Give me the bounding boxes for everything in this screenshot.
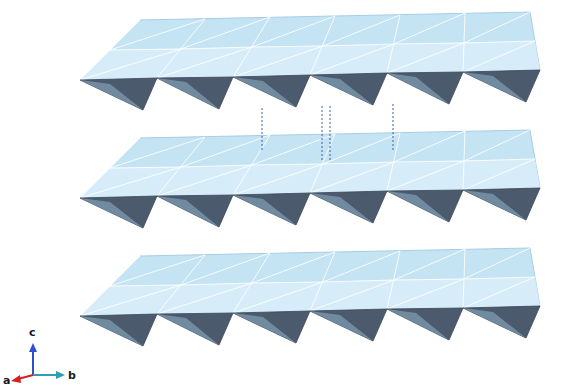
axis-label: b: [68, 370, 76, 381]
axis-label: c: [29, 327, 36, 338]
axis-label: a: [3, 375, 10, 386]
